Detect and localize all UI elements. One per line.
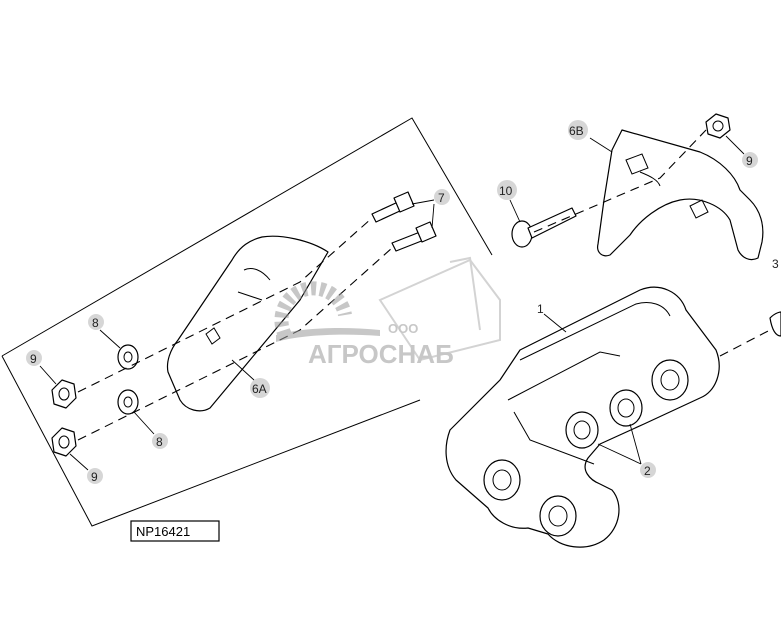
washer-2-right: [609, 389, 643, 427]
leader-line: [589, 137, 613, 153]
callout-bubble: [88, 314, 104, 330]
callout-bubble: [742, 152, 758, 168]
drawing-number-text: NP16421: [136, 524, 190, 539]
callout-bubble: [87, 468, 103, 484]
callout-10: 10: [499, 184, 513, 198]
plate-6b: [597, 129, 764, 261]
callout-bubble: [434, 189, 450, 205]
leader-line: [133, 411, 155, 435]
washer-8-lower: [117, 389, 139, 415]
inset-frame: [1, 117, 493, 527]
leader-line: [509, 199, 521, 223]
bracket-6a: [166, 235, 329, 412]
washer-8-upper: [117, 344, 139, 370]
bushing: [651, 359, 689, 401]
callout-bubble: [26, 350, 42, 366]
assembly-line: [77, 247, 393, 441]
assembly-line: [719, 329, 771, 357]
leader-line: [39, 365, 57, 385]
assembly-line: [533, 129, 707, 233]
bolt-7-lower: [391, 221, 437, 252]
callout-9-left-lower: 9: [91, 470, 98, 484]
bushing: [483, 459, 521, 501]
callout-6a: 6A: [252, 382, 267, 396]
callout-2: 2: [644, 464, 651, 478]
watermark-company-name: АГРОСНАБ: [308, 339, 454, 369]
callout-bubble: [152, 433, 168, 449]
nut-9-right: [705, 113, 731, 139]
watermark-company-type: ООО: [388, 321, 418, 336]
bolt-7-upper: [371, 191, 415, 223]
watermark-logo: ООО АГРОСНАБ: [274, 256, 501, 369]
callout-1: 1: [537, 302, 544, 316]
leader-line: [231, 359, 255, 381]
bushing: [539, 495, 577, 537]
nut-9-left-upper: [51, 379, 77, 409]
callout-bubble: [640, 462, 656, 478]
carriage-bolt-10: [511, 207, 577, 248]
partial-part-right: [769, 311, 781, 337]
callout-bubble: [250, 378, 270, 398]
callout-8-lower: 8: [156, 435, 163, 449]
callout-9-right: 9: [746, 154, 753, 168]
callout-6b: 6B: [569, 124, 584, 138]
callout-8-upper: 8: [92, 316, 99, 330]
washer-2-left: [565, 411, 599, 449]
assembly-line: [77, 217, 373, 393]
callout-bubble: [497, 180, 517, 200]
callout-7: 7: [438, 191, 445, 205]
leader-line: [99, 329, 121, 349]
callout-3: 3: [772, 257, 779, 271]
leader-line: [69, 453, 89, 471]
leader-line: [725, 135, 745, 155]
leader-line: [543, 313, 567, 333]
leader-line: [411, 199, 435, 229]
leader-line: [597, 423, 642, 465]
nut-9-left-lower: [51, 427, 77, 457]
callout-bubble: [568, 120, 588, 140]
drawing-number-label: NP16421: [130, 520, 220, 542]
callout-9-left-upper: 9: [30, 352, 37, 366]
